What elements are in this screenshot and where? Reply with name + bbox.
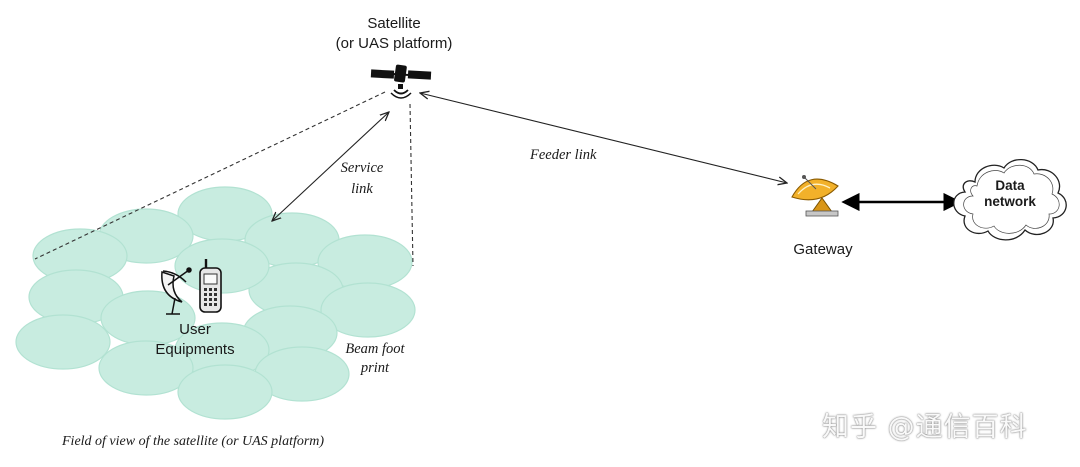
beam-cell (98, 340, 194, 396)
gateway-dish-icon (791, 175, 839, 217)
user-equipments-label: User Equipments (140, 320, 250, 360)
beam-footprint-label: Beam foot print (330, 340, 420, 378)
beam-cell (177, 364, 273, 420)
cloud-icon (953, 158, 1067, 241)
beam-cell (15, 314, 111, 370)
satellite-label-line2: (or UAS platform) (335, 35, 453, 52)
beam-footprint-cells (15, 186, 416, 420)
user-equipments-label-line1: User (179, 321, 211, 338)
field-of-view-caption: Field of view of the satellite (or UAS p… (62, 434, 325, 449)
satellite-label: Satellite (or UAS platform) (314, 14, 474, 54)
feeder-link-arrow (420, 93, 787, 183)
service-link-label: Service link (322, 158, 402, 200)
watermark: 知乎 @通信百科 (822, 412, 1028, 443)
beam-footprint-label-line1: Beam foot (345, 341, 405, 357)
fov-boundary-right (409, 103, 414, 267)
beam-cell (320, 282, 416, 338)
service-link-arrow (272, 112, 389, 221)
beam-footprint-label-line2: print (360, 360, 390, 376)
data-network-label-line1: Data (995, 178, 1025, 193)
service-link-label-line1: Service (340, 160, 384, 176)
feeder-link-label: Feeder link (530, 147, 597, 163)
user-equipments-label-line2: Equipments (155, 341, 235, 358)
satellite-label-line1: Satellite (367, 15, 421, 32)
satellite-icon (370, 64, 432, 99)
gateway-label: Gateway (793, 241, 853, 258)
data-network-label-line2: network (984, 194, 1036, 209)
dish-antenna-icon (161, 267, 192, 315)
data-network-label: Data network (970, 178, 1050, 210)
beam-cell (174, 238, 270, 294)
service-link-label-line2: link (351, 181, 373, 197)
mobile-phone-icon (199, 259, 222, 313)
